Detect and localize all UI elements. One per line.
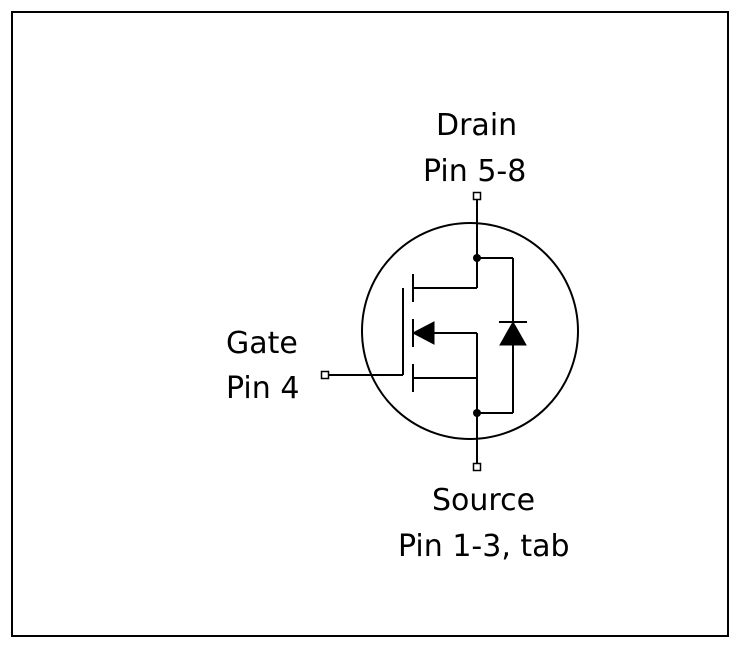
gate-label: Gate [226, 326, 298, 361]
source-junction-dot [473, 409, 481, 417]
drain-label: Drain [436, 108, 518, 143]
drain-pin-terminal [472, 191, 482, 201]
gate-pin-label: Pin 4 [226, 371, 300, 406]
source-label: Source [432, 483, 536, 518]
drain-pin-label: Pin 5-8 [423, 154, 527, 189]
drain-junction-dot [473, 254, 481, 262]
gate-pin-terminal [320, 370, 330, 380]
diagram-frame [11, 11, 729, 637]
source-pin-terminal [472, 462, 482, 472]
package-circle [361, 222, 579, 440]
body-arrow [411, 321, 435, 345]
source-pin-label: Pin 1-3, tab [398, 529, 570, 564]
diode-triangle [499, 320, 527, 346]
